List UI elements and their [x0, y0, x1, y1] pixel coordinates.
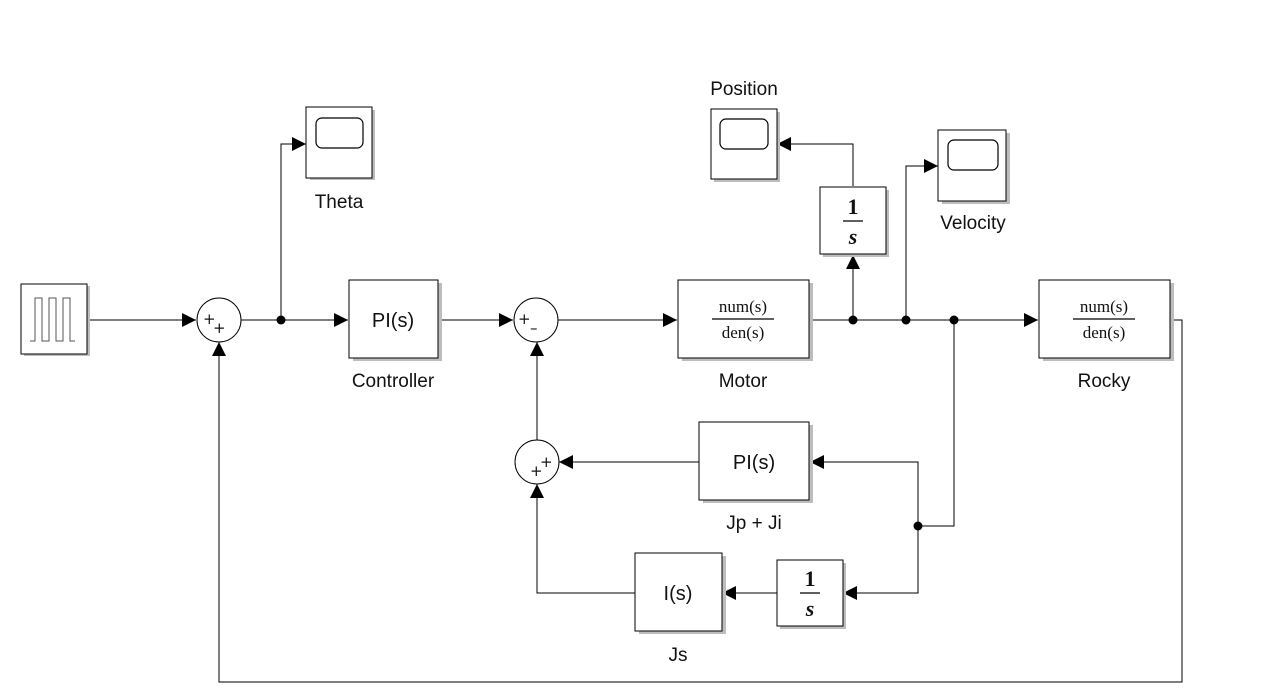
sum3-sign-bottom: +: [530, 462, 543, 480]
theta-scope-label: Theta: [315, 192, 364, 213]
sum1-sign-left: +: [203, 310, 216, 328]
position-scope-label: Position: [710, 79, 778, 100]
wire-to-theta-scope: [280, 137, 306, 320]
wire-js-to-sum3: [530, 484, 635, 594]
junction-dot: [913, 521, 923, 531]
scope-screen-icon: [947, 139, 999, 171]
js-integrator-numerator: 1: [805, 566, 816, 591]
wire-to-position-scope: [777, 137, 854, 186]
js-label: Js: [669, 645, 688, 666]
pulse-generator-block[interactable]: [20, 283, 90, 356]
position-integrator-block[interactable]: 1 s: [819, 186, 889, 257]
sum-block-1[interactable]: + +: [196, 297, 242, 343]
junction-dot: [848, 315, 858, 325]
position-scope-block[interactable]: [710, 108, 780, 182]
sum-block-3[interactable]: + +: [514, 439, 560, 485]
motor-numerator: num(s): [719, 297, 767, 316]
junction-dot: [949, 315, 959, 325]
wire-rocky-feedback: [212, 319, 1183, 683]
rocky-label: Rocky: [1078, 371, 1131, 392]
jp-ji-block[interactable]: PI(s): [698, 421, 813, 503]
sum2-sign-bottom: –: [530, 319, 538, 337]
junction-dot: [901, 315, 911, 325]
js-integrator-denominator: s: [805, 596, 815, 621]
velocity-scope-block[interactable]: [937, 129, 1010, 204]
rocky-block[interactable]: num(s) den(s): [1038, 279, 1174, 361]
controller-block[interactable]: PI(s): [348, 279, 442, 361]
motor-denominator: den(s): [722, 323, 764, 342]
controller-transfer-text: PI(s): [372, 310, 414, 332]
pulse-wave-icon: [30, 297, 75, 342]
sum1-sign-bottom: +: [213, 319, 226, 337]
sum2-sign-left: +: [518, 310, 531, 328]
scope-screen-icon: [315, 117, 364, 149]
js-transfer-text: I(s): [664, 583, 693, 605]
wire-to-jp-ji: [810, 455, 919, 526]
motor-block[interactable]: num(s) den(s): [677, 279, 813, 361]
rocky-numerator: num(s): [1080, 297, 1128, 316]
rocky-denominator: den(s): [1083, 323, 1125, 342]
wire-feedback-branch: [918, 320, 955, 527]
js-integrator-block[interactable]: 1 s: [776, 559, 846, 629]
sum-block-2[interactable]: + –: [513, 297, 559, 343]
jp-ji-transfer-text: PI(s): [733, 452, 775, 474]
position-integrator-numerator: 1: [848, 194, 859, 219]
jp-ji-label: Jp + Ji: [726, 513, 781, 534]
js-block[interactable]: I(s): [634, 552, 726, 634]
scope-screen-icon: [719, 118, 769, 150]
wire-to-js-integrator: [843, 526, 919, 600]
signal-lines: [88, 137, 1183, 683]
junction-dot: [276, 315, 286, 325]
junctions: [276, 315, 959, 531]
wire-to-velocity-scope: [905, 159, 938, 320]
velocity-scope-label: Velocity: [940, 213, 1006, 234]
motor-label: Motor: [719, 371, 768, 392]
position-integrator-denominator: s: [848, 224, 858, 249]
sum3-sign-right: +: [540, 453, 553, 471]
controller-label: Controller: [352, 371, 435, 392]
theta-scope-block[interactable]: [305, 106, 375, 180]
